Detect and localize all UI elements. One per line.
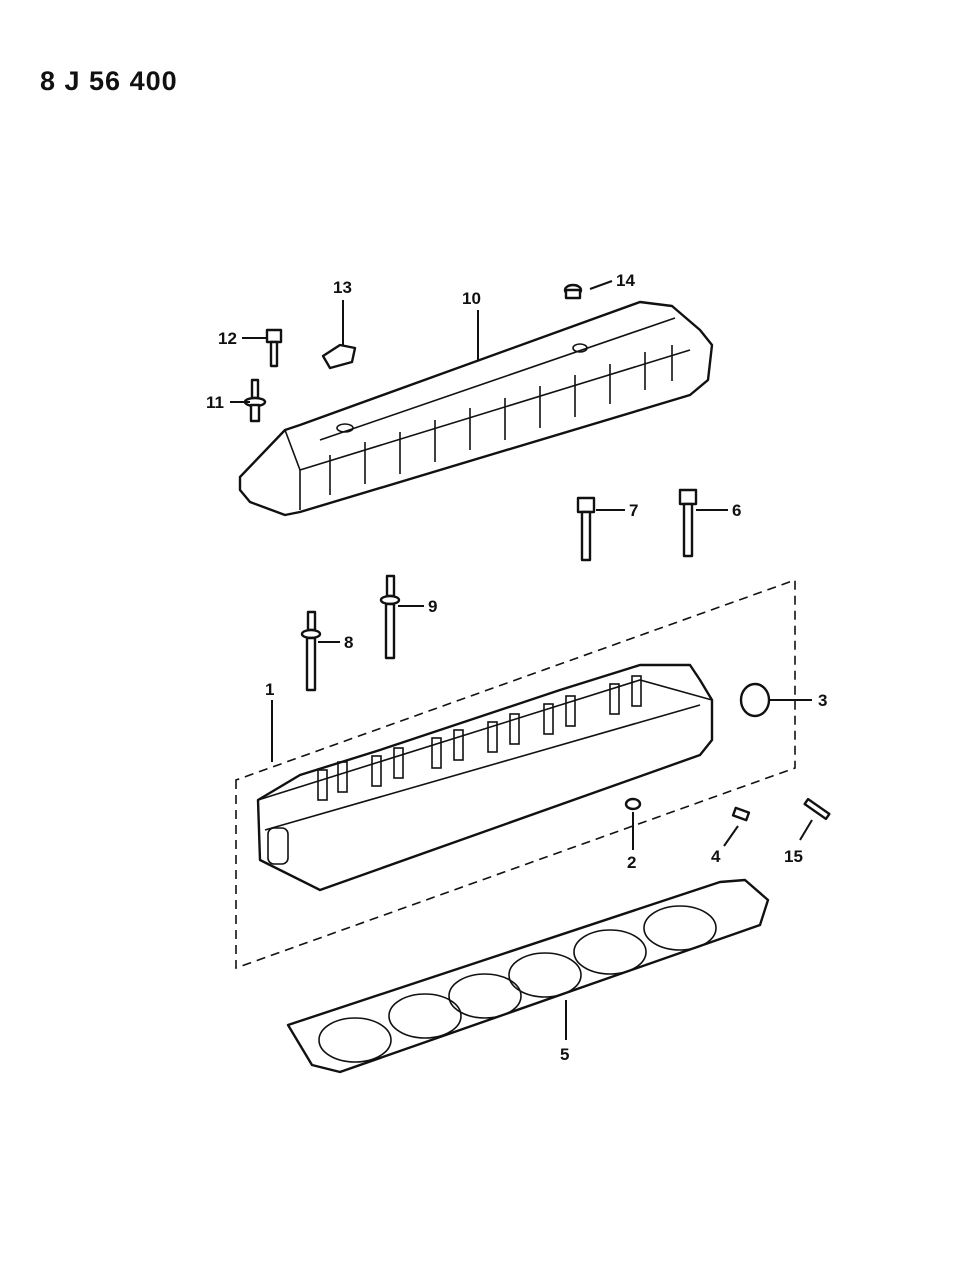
dowel-illustration bbox=[731, 806, 751, 822]
cylinder-head-illustration bbox=[256, 663, 714, 892]
leader-lines bbox=[230, 280, 813, 1040]
oil-filler-cap-illustration bbox=[563, 283, 583, 300]
callout-14: 14 bbox=[616, 271, 635, 290]
expansion-plug-illustration bbox=[739, 682, 771, 718]
stud-9-illustration bbox=[379, 574, 401, 660]
callout-6: 6 bbox=[732, 501, 741, 520]
callout-5: 5 bbox=[560, 1045, 569, 1064]
callout-3: 3 bbox=[818, 691, 827, 710]
assembly-boundary bbox=[235, 578, 796, 970]
callout-1: 1 bbox=[265, 680, 274, 699]
callout-13: 13 bbox=[333, 278, 352, 297]
plug-illustration bbox=[624, 797, 642, 811]
callout-8: 8 bbox=[344, 633, 353, 652]
head-gasket-illustration bbox=[286, 878, 770, 1074]
callout-7: 7 bbox=[629, 501, 638, 520]
callout-15: 15 bbox=[784, 847, 803, 866]
callout-2: 2 bbox=[627, 853, 636, 872]
valve-cover-illustration bbox=[238, 300, 714, 517]
diagram-reference-code: 8 J 56 400 bbox=[40, 66, 178, 96]
bolt-7-illustration bbox=[576, 496, 596, 562]
stud-8-illustration bbox=[300, 610, 322, 692]
stud-15-illustration bbox=[803, 797, 831, 821]
bolt-6-illustration bbox=[678, 488, 698, 558]
callout-labels: 1 2 3 4 5 6 7 8 9 10 11 12 13 14 15 bbox=[206, 271, 827, 1064]
callout-9: 9 bbox=[428, 597, 437, 616]
stud-11-illustration bbox=[243, 378, 267, 423]
bolt-12-illustration bbox=[265, 328, 283, 368]
callout-11: 11 bbox=[206, 393, 224, 412]
callout-10: 10 bbox=[462, 289, 481, 308]
callout-4: 4 bbox=[711, 847, 721, 866]
callout-12: 12 bbox=[218, 329, 237, 348]
baffle-illustration bbox=[321, 343, 357, 370]
